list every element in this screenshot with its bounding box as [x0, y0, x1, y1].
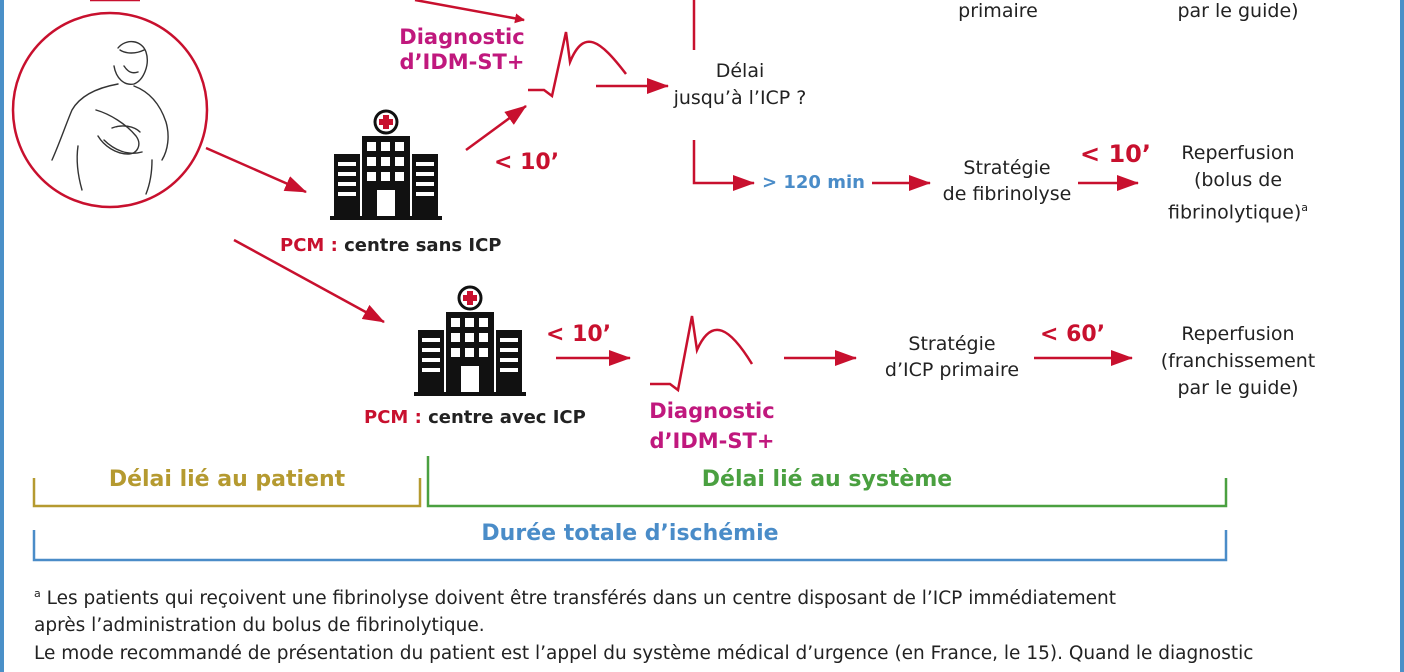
pcm-label-2: centre avec ICP — [428, 407, 586, 428]
delay-lt10-h2: < 10’ — [546, 322, 612, 347]
bracket-label-patient: Délai lié au patient — [108, 467, 346, 492]
delay-lt10-fibrino: < 10’ — [1080, 140, 1151, 168]
footnote-line-1: a Les patients qui reçoivent une fibrino… — [34, 587, 1116, 610]
fibrino-line1: Stratégie — [963, 157, 1051, 179]
reperf1-line2: (bolus de — [1193, 169, 1283, 191]
icp-line2: d’ICP primaire — [884, 359, 1020, 381]
arrow-to-diag1 — [414, 0, 525, 24]
top-primaire-label: primaire — [958, 0, 1038, 22]
diagnostic-2-line1: Diagnostic — [649, 399, 775, 423]
bracket-patient — [32, 478, 422, 508]
branch-fibrinolysis-line — [692, 140, 728, 185]
hospital-avec-icp-icon — [412, 285, 528, 398]
reperfusion-bolus: Reperfusion (bolus de fibrinolytique)a — [1150, 140, 1326, 226]
reperf1-sup: a — [1301, 201, 1308, 214]
pcm-centre-avec-icp: PCM : centre avec ICP — [364, 407, 586, 429]
pcm-label-1: centre sans ICP — [344, 235, 502, 256]
ecg-trace-2 — [650, 315, 754, 393]
bracket-label-total: Durée totale d’ischémie — [481, 521, 779, 546]
strategie-icp-primaire: Stratégie d’ICP primaire — [874, 331, 1030, 383]
pcm-prefix-2: PCM : — [364, 407, 422, 428]
arrow-h1-to-diag1 — [465, 104, 527, 152]
delay-lt60: < 60’ — [1040, 322, 1106, 347]
pcm-centre-sans-icp: PCM : centre sans ICP — [280, 235, 501, 257]
diagnostic-1-line2: d’IDM-ST+ — [399, 50, 525, 75]
ecg-trace-1 — [528, 31, 627, 99]
delai-icp-line1: Délai — [715, 60, 765, 82]
delay-gt120: > 120 min — [762, 172, 865, 193]
reperf1-line3: fibrinolytique)a — [1150, 194, 1326, 226]
reperfusion-guide: Reperfusion (franchissement par le guide… — [1150, 321, 1326, 402]
bracket-systeme — [426, 456, 1228, 508]
delai-icp-line2: jusqu’à l’ICP ? — [673, 87, 807, 109]
footnote-line-3: Le mode recommandé de présentation du pa… — [34, 643, 1254, 664]
reperf2-line3: par le guide) — [1177, 377, 1299, 399]
patient-circle — [11, 11, 209, 209]
arrow-patient-to-h1 — [205, 146, 307, 194]
pcm-prefix-1: PCM : — [280, 235, 338, 256]
diagnostic-2-line2: d’IDM-ST+ — [649, 429, 775, 453]
delai-icp-question: Délai jusqu’à l’ICP ? — [660, 58, 820, 112]
footnote-line-2: après l’administration du bolus de fibri… — [34, 615, 485, 636]
patient-icon — [51, 41, 169, 195]
footnote-line-1-text: Les patients qui reçoivent une fibrinoly… — [40, 588, 1116, 610]
diagnostic-1-line1: Diagnostic — [399, 25, 525, 49]
hospital-sans-icp-icon — [328, 109, 444, 222]
strategie-fibrinolyse: Stratégie de fibrinolyse — [932, 155, 1082, 207]
bracket-total — [32, 530, 1228, 562]
top-par-le-guide-label: par le guide) — [1177, 0, 1299, 22]
fibrino-line2: de fibrinolyse — [942, 183, 1072, 205]
reperf2-line1: Reperfusion — [1181, 323, 1295, 345]
reperf1-line3-text: fibrinolytique) — [1168, 201, 1302, 224]
arrow-patient-to-h2 — [233, 238, 385, 324]
delay-lt10-h1: < 10’ — [494, 150, 560, 175]
reperf1-line1: Reperfusion — [1181, 142, 1295, 164]
diagnostic-label-1: Diagnostic d’IDM-ST+ — [390, 25, 534, 75]
reperf2-line2: (franchissement — [1160, 350, 1316, 372]
bracket-label-systeme: Délai lié au système — [701, 467, 953, 492]
icp-line1: Stratégie — [908, 333, 996, 355]
diagnostic-label-2: Diagnostic d’IDM-ST+ — [640, 396, 784, 456]
footnote-sup: a — [34, 587, 41, 600]
